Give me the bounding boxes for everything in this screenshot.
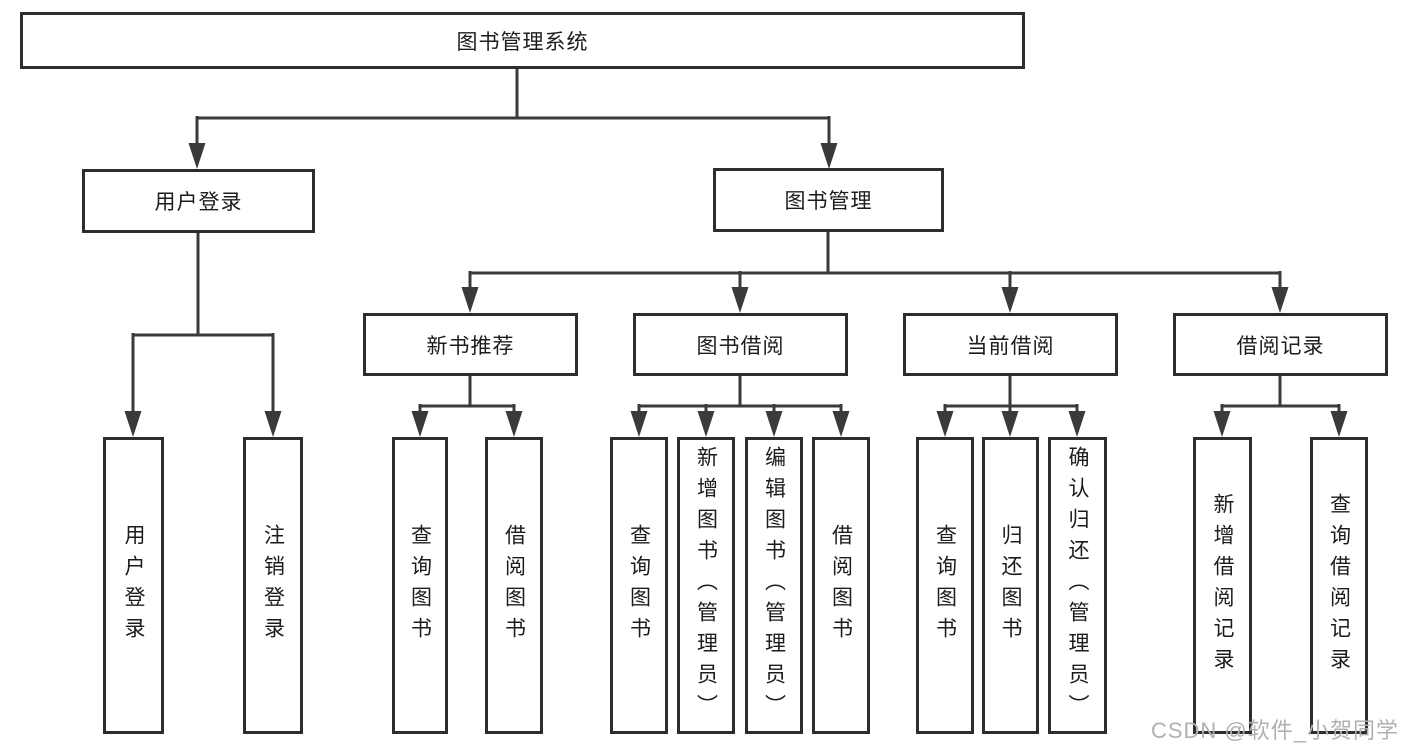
node-new-book-recommend: 新书推荐 xyxy=(363,313,578,376)
connector-new-book-children xyxy=(411,376,523,437)
leaf-borrow-books-2-label: 借阅图书 xyxy=(829,523,853,648)
connector-book-borrow-children xyxy=(630,376,850,437)
connector-book-management-children xyxy=(461,232,1289,313)
connector-borrow-records-children xyxy=(1213,376,1348,437)
leaf-borrow-books-recommend-label: 借阅图书 xyxy=(502,523,526,648)
leaf-query-books-current: 查询图书 xyxy=(916,437,974,734)
leaf-logout: 注销登录 xyxy=(243,437,303,734)
node-book-management: 图书管理 xyxy=(713,168,944,232)
leaf-query-books-recommend-label: 查询图书 xyxy=(408,523,432,648)
leaf-query-books-current-label: 查询图书 xyxy=(933,523,957,648)
leaf-confirm-return-admin-label: 确认归还（管理员） xyxy=(1066,446,1089,725)
leaf-user-login-label: 用户登录 xyxy=(122,523,145,648)
leaf-add-borrow-record-label: 新增借阅记录 xyxy=(1211,492,1234,679)
node-borrow-records-label: 借阅记录 xyxy=(1236,334,1325,358)
node-current-borrow: 当前借阅 xyxy=(903,313,1118,376)
node-root-system: 图书管理系统 xyxy=(20,12,1025,69)
leaf-query-borrow-record-label: 查询借阅记录 xyxy=(1327,492,1351,679)
leaf-add-book-admin-label: 新增图书（管理员） xyxy=(694,446,718,725)
node-user-login-label: 用户登录 xyxy=(154,191,243,214)
leaf-return-book: 归还图书 xyxy=(982,437,1039,734)
connector-user-login-children xyxy=(124,232,282,437)
leaf-user-login: 用户登录 xyxy=(103,437,164,734)
leaf-query-borrow-record: 查询借阅记录 xyxy=(1310,437,1368,734)
connector-root-to-level2 xyxy=(188,69,838,169)
node-book-borrow-label: 图书借阅 xyxy=(696,334,785,358)
node-book-management-label: 图书管理 xyxy=(784,190,873,213)
leaf-borrow-books-recommend: 借阅图书 xyxy=(485,437,543,734)
leaf-add-borrow-record: 新增借阅记录 xyxy=(1193,437,1252,734)
node-user-login: 用户登录 xyxy=(82,169,315,233)
leaf-add-book-admin: 新增图书（管理员） xyxy=(677,437,735,734)
connector-current-borrow-children xyxy=(936,376,1086,437)
leaf-logout-label: 注销登录 xyxy=(261,523,285,648)
node-book-borrow: 图书借阅 xyxy=(633,313,848,376)
leaf-borrow-books-2: 借阅图书 xyxy=(812,437,870,734)
node-borrow-records: 借阅记录 xyxy=(1173,313,1388,376)
csdn-watermark: CSDN @软件_小贺同学 xyxy=(1150,718,1399,743)
node-new-book-recommend-label: 新书推荐 xyxy=(426,334,515,358)
leaf-edit-book-admin-label: 编辑图书（管理员） xyxy=(762,446,786,725)
leaf-query-books-borrow-label: 查询图书 xyxy=(627,523,651,648)
leaf-edit-book-admin: 编辑图书（管理员） xyxy=(745,437,803,734)
node-root-label: 图书管理系统 xyxy=(456,30,589,54)
leaf-return-book-label: 归还图书 xyxy=(999,523,1022,648)
leaf-query-books-recommend: 查询图书 xyxy=(392,437,448,734)
node-current-borrow-label: 当前借阅 xyxy=(966,334,1055,358)
leaf-confirm-return-admin: 确认归还（管理员） xyxy=(1048,437,1107,734)
leaf-query-books-borrow: 查询图书 xyxy=(610,437,668,734)
